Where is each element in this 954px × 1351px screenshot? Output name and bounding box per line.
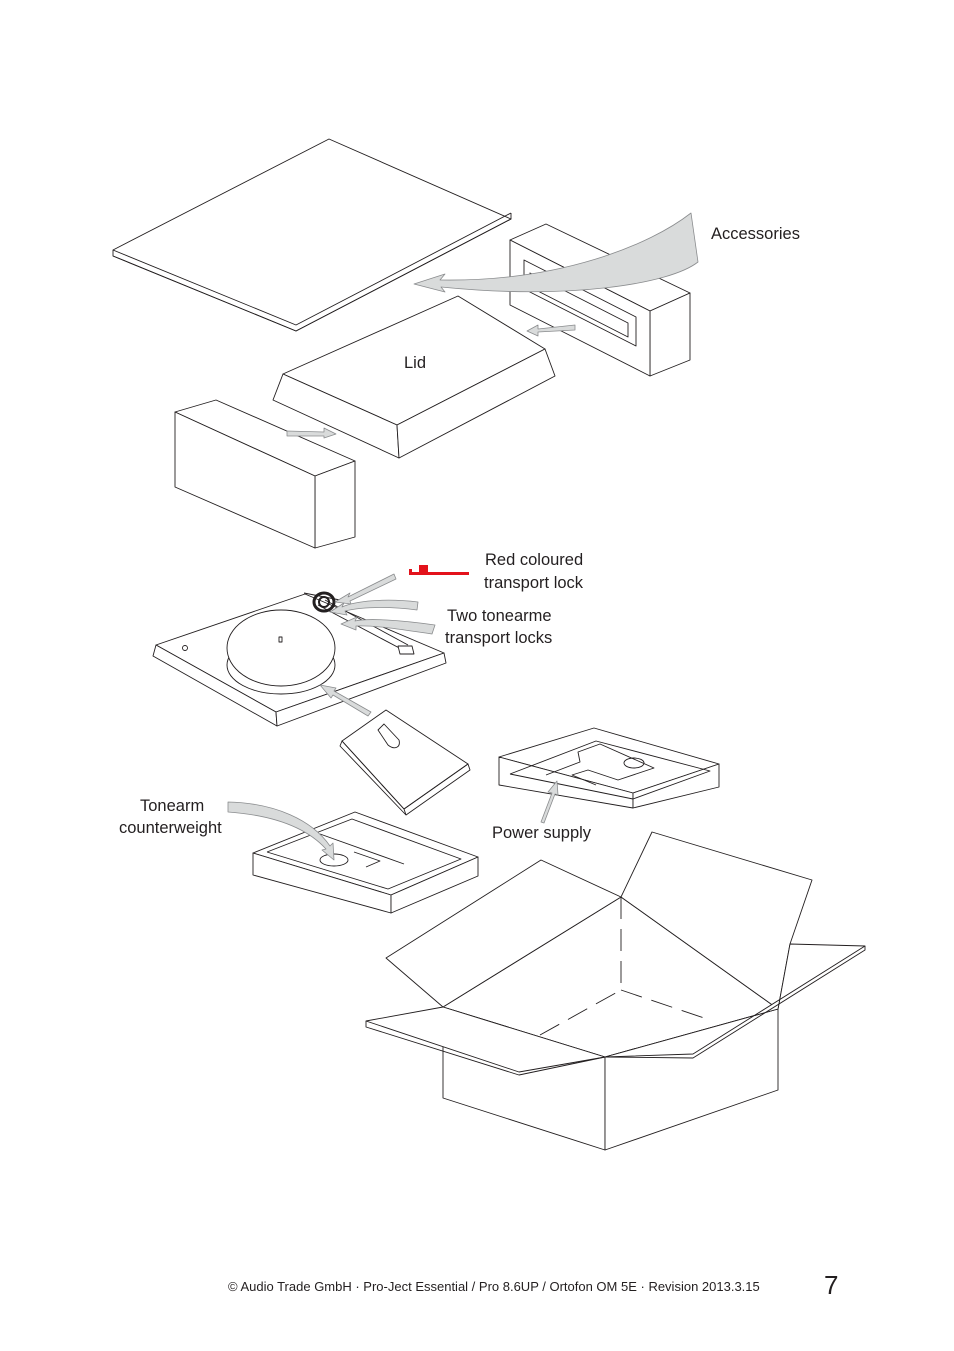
page-number: 7 xyxy=(824,1270,839,1300)
tonearm-locks-label-line1: Two tonearme xyxy=(447,607,552,625)
lid-label: Lid xyxy=(404,354,427,372)
red-lock-label-line2: transport lock xyxy=(484,574,584,592)
arrow-accessories xyxy=(413,212,699,293)
footer-copyright: © Audio Trade GmbH · Pro-Ject Essential … xyxy=(228,1279,760,1294)
lid xyxy=(272,295,556,459)
arrow-power-supply xyxy=(540,780,559,824)
counterweight-label-line1: Tonearm xyxy=(140,797,205,815)
platter-cover-sheet xyxy=(339,709,471,816)
arrow-left-block xyxy=(286,427,337,439)
turntable xyxy=(152,591,447,727)
counterweight-tray xyxy=(252,811,479,914)
red-lock-label-line1: Red coloured xyxy=(485,551,584,569)
arrow-red-lock xyxy=(334,573,397,605)
power-supply-tray xyxy=(498,727,720,809)
arrow-tonearm-locks xyxy=(329,599,436,635)
power-supply-label: Power supply xyxy=(492,824,592,842)
shipping-box xyxy=(365,831,866,1151)
arrow-counterweight xyxy=(227,801,335,861)
red-transport-lock-icon xyxy=(409,565,469,575)
arrow-foam-insert xyxy=(526,324,576,337)
tonearm-locks-label-line2: transport locks xyxy=(445,629,553,647)
arrow-cover-sheet xyxy=(319,684,372,717)
accessories-label: Accessories xyxy=(711,225,800,243)
cardboard-sheet xyxy=(112,138,512,332)
left-foam-block xyxy=(174,399,356,549)
counterweight-label-line2: counterweight xyxy=(119,819,222,837)
